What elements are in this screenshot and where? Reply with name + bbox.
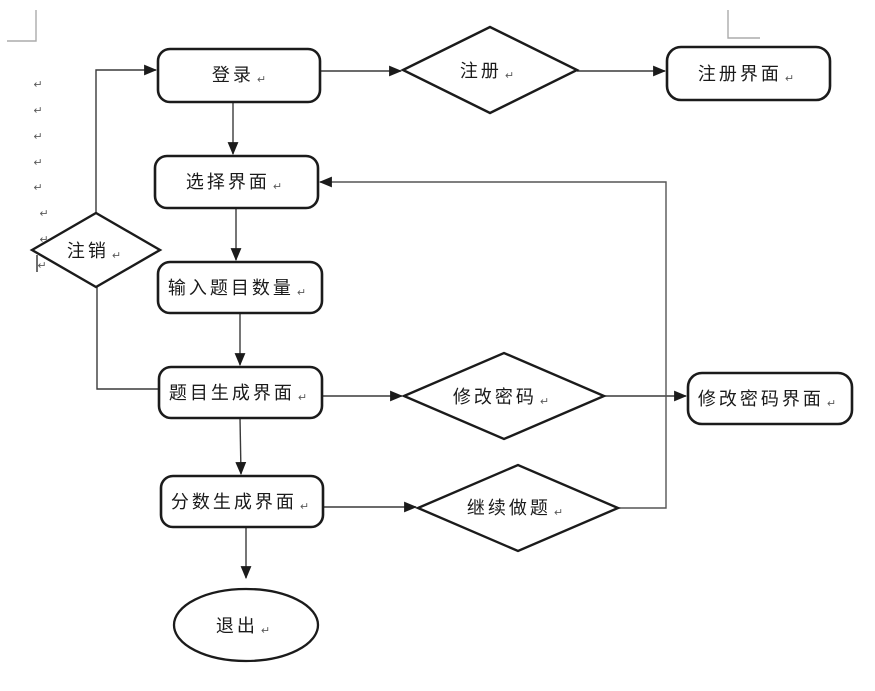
edge-continue-questions-decision-to-select-screen (318, 176, 667, 509)
change-password-screen-box (686, 371, 854, 426)
node-change-password-decision: 修改密码↵ (400, 351, 608, 441)
paragraph-mark: ↵ (554, 506, 563, 519)
login-label: 登录↵ (212, 65, 266, 86)
paragraph-mark: ↵ (37, 259, 46, 272)
login-box (156, 47, 322, 104)
continue-questions-decision-diamond (414, 463, 622, 553)
node-input-question-count: 输入题目数量↵ (156, 260, 324, 315)
score-generation-screen-box (159, 474, 325, 529)
register-screen-box (665, 45, 832, 102)
node-logout-decision: 注销↵ (29, 211, 163, 289)
node-register-decision: 注册↵ (400, 25, 580, 115)
paragraph-mark: ↵ (33, 104, 42, 117)
question-generation-screen-label: 题目生成界面↵ (169, 383, 307, 404)
paragraph-mark: ↵ (827, 397, 836, 410)
paragraph-mark: ↵ (112, 249, 121, 262)
paragraph-mark: ↵ (33, 156, 42, 169)
node-continue-questions-decision: 继续做题↵ (414, 463, 622, 553)
register-decision-diamond (400, 25, 580, 115)
crop-mark-top-left (7, 10, 37, 42)
node-change-password-screen: 修改密码界面↵ (686, 371, 854, 426)
logout-decision-diamond (29, 211, 163, 289)
logout-decision-label: 注销↵ (67, 241, 121, 262)
paragraph-mark: ↵ (261, 624, 270, 637)
paragraph-mark: ↵ (273, 180, 282, 193)
margin-paragraph-marks: ↵ ↵ ↵ ↵ ↵ ↵ ↵ ↵ (33, 78, 48, 272)
paragraph-mark: ↵ (257, 73, 266, 86)
select-screen-label: 选择界面↵ (186, 172, 282, 193)
paragraph-mark: ↵ (505, 69, 514, 82)
node-exit: 退出↵ (172, 587, 320, 663)
continue-questions-decision-label: 继续做题↵ (467, 498, 563, 519)
paragraph-mark: ↵ (33, 130, 42, 143)
paragraph-mark: ↵ (300, 500, 309, 513)
paragraph-mark: ↵ (297, 286, 306, 299)
input-question-count-box (156, 260, 324, 315)
node-login: 登录↵ (156, 47, 322, 104)
edge-question-generation-screen-to-score-generation-screen (235, 417, 247, 476)
change-password-decision-label: 修改密码↵ (453, 387, 549, 408)
paragraph-mark: ↵ (785, 72, 794, 85)
input-question-count-label: 输入题目数量↵ (168, 278, 306, 299)
paragraph-mark: ↵ (540, 395, 549, 408)
register-screen-label: 注册界面↵ (698, 64, 794, 85)
paragraph-mark: ↵ (298, 391, 307, 404)
node-score-generation-screen: 分数生成界面↵ (159, 474, 325, 529)
crop-mark-top-right (727, 10, 760, 39)
paragraph-mark: ↵ (33, 78, 42, 91)
paragraph-mark: ↵ (39, 233, 48, 246)
register-decision-label: 注册↵ (460, 61, 514, 82)
change-password-screen-label: 修改密码界面↵ (698, 389, 836, 410)
paragraph-mark: ↵ (33, 181, 42, 194)
exit-ellipse (172, 587, 320, 663)
flowchart-edges (95, 64, 688, 580)
select-screen-box (153, 154, 320, 210)
question-generation-screen-box (157, 365, 324, 420)
edge-question-generation-screen-to-logout-decision (96, 287, 159, 390)
node-select-screen: 选择界面↵ (153, 154, 320, 210)
paragraph-mark: ↵ (39, 207, 48, 220)
score-generation-screen-label: 分数生成界面↵ (171, 492, 309, 513)
edge-logout-decision-to-login (95, 64, 158, 213)
node-question-generation-screen: 题目生成界面↵ (157, 365, 324, 420)
node-register-screen: 注册界面↵ (665, 45, 832, 102)
change-password-decision-diamond (400, 351, 608, 441)
exit-label: 退出↵ (216, 616, 270, 637)
